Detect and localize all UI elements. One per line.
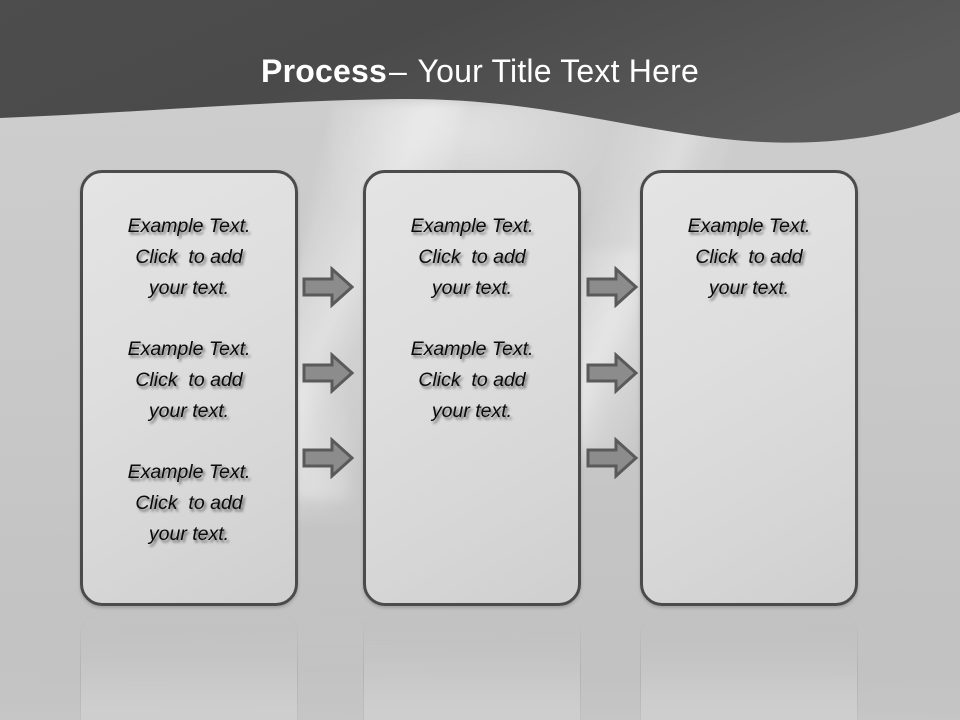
process-step-1-text-3[interactable]: Example Text. Click to add your text. [127, 461, 251, 545]
process-step-1-box[interactable]: Example Text. Click to add your text. Ex… [80, 170, 298, 606]
header-band [0, 0, 960, 143]
page-title-rest: Your Title Text Here [417, 53, 699, 89]
arrow-right-icon[interactable] [586, 437, 638, 479]
process-step-1-content: Example Text. Click to add your text. Ex… [93, 211, 285, 550]
arrow-right-icon[interactable] [302, 437, 354, 479]
arrow-right-icon[interactable] [586, 352, 638, 394]
reflection-step-1 [80, 612, 298, 720]
process-step-1-text-1[interactable]: Example Text. Click to add your text. [127, 215, 251, 299]
arrow-right-icon[interactable] [586, 266, 638, 308]
reflection-step-3 [640, 612, 858, 720]
arrow-right-icon[interactable] [302, 266, 354, 308]
arrow-right-icon[interactable] [302, 352, 354, 394]
reflection-step-2 [363, 612, 581, 720]
process-step-1-text-2[interactable]: Example Text. Click to add your text. [127, 338, 251, 422]
page-title-dash: – [388, 53, 407, 89]
process-step-3-box[interactable]: Example Text. Click to add your text. [640, 170, 858, 606]
process-step-2-text-1[interactable]: Example Text. Click to add your text. [410, 215, 534, 299]
process-step-3-text-1[interactable]: Example Text. Click to add your text. [687, 215, 811, 299]
process-step-3-content: Example Text. Click to add your text. [653, 211, 845, 304]
process-step-2-content: Example Text. Click to add your text. Ex… [376, 211, 568, 427]
page-title-strong: Process [261, 53, 387, 89]
process-step-2-box[interactable]: Example Text. Click to add your text. Ex… [363, 170, 581, 606]
page-title: Process– Your Title Text Here [0, 51, 960, 91]
process-step-2-text-2[interactable]: Example Text. Click to add your text. [410, 338, 534, 422]
